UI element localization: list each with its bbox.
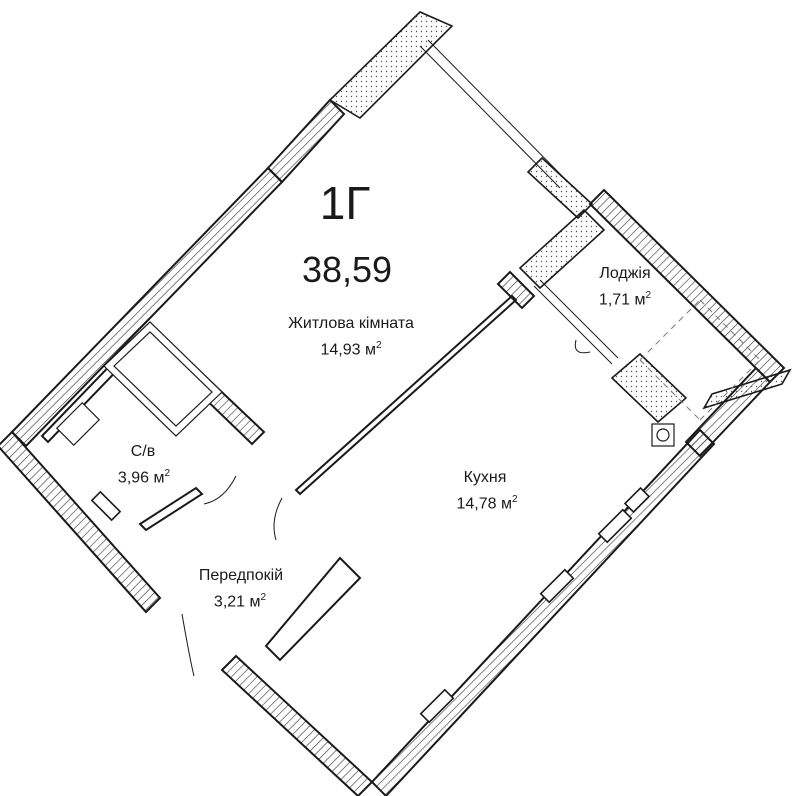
loggia-area-sup: 2 bbox=[645, 290, 652, 301]
hallway-name: Передпокій bbox=[198, 567, 284, 584]
kitchen-area-value: 14,78 bbox=[456, 495, 497, 513]
sink-icon bbox=[55, 401, 101, 447]
windows bbox=[90, 39, 651, 724]
door-swings bbox=[181, 339, 591, 677]
floor-drain-icon bbox=[651, 423, 675, 447]
unit-total-area: 38,59 bbox=[301, 249, 393, 290]
unit-code: 1Г bbox=[319, 177, 371, 229]
loggia-marking bbox=[639, 299, 761, 421]
hallway-area-unit: м bbox=[249, 593, 261, 611]
hallway-area: 3,21 м2 bbox=[190, 592, 290, 612]
kitchen-area-sup: 2 bbox=[511, 494, 518, 505]
living-room-area-value: 14,93 bbox=[320, 341, 361, 359]
kitchen-area-unit: м bbox=[500, 495, 512, 513]
living-room-area: 14,93 м2 bbox=[296, 340, 406, 360]
bathroom-name: С/в bbox=[130, 443, 156, 460]
bathroom-area-value: 3,96 bbox=[117, 469, 150, 487]
bathroom-area-unit: м bbox=[153, 469, 165, 487]
bathroom-area: 3,96 м2 bbox=[96, 468, 192, 488]
hallway-area-sup: 2 bbox=[260, 592, 267, 603]
loggia-area: 1,71 м2 bbox=[580, 290, 670, 310]
living-room-name: Житлова кімната bbox=[288, 315, 414, 332]
living-room-area-sup: 2 bbox=[375, 340, 382, 351]
kitchen-name: Кухня bbox=[463, 469, 507, 486]
bathroom-area-sup: 2 bbox=[164, 468, 171, 479]
bathtub-icon bbox=[103, 321, 223, 437]
hallway-area-value: 3,21 bbox=[213, 593, 246, 611]
loggia-area-value: 1,71 bbox=[598, 291, 631, 309]
loggia-name: Лоджія bbox=[599, 265, 651, 282]
kitchen-area: 14,78 м2 bbox=[432, 494, 542, 514]
insulated-walls bbox=[328, 11, 792, 424]
loggia-area-unit: м bbox=[634, 291, 646, 309]
living-room-area-unit: м bbox=[364, 341, 376, 359]
